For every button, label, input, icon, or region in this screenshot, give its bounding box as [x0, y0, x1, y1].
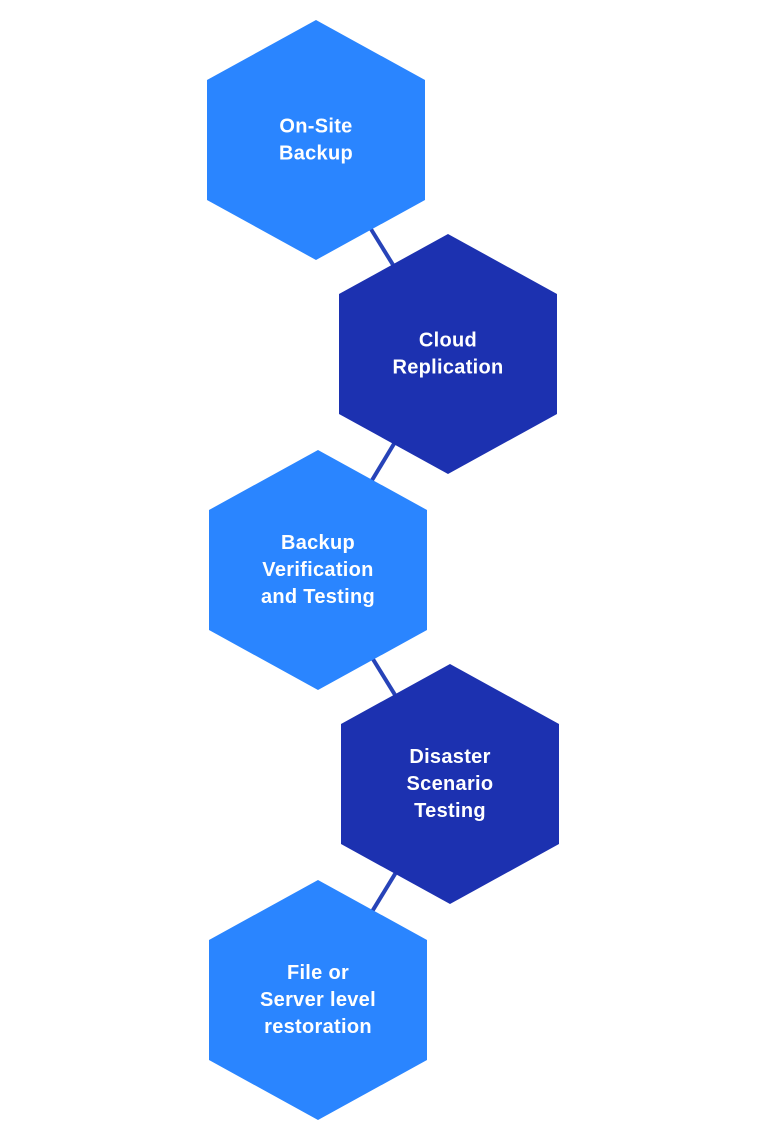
step-label-line: Server level: [260, 989, 376, 1011]
step-label-line: File or: [287, 962, 349, 984]
step-label-line: Replication: [392, 357, 503, 379]
step-label-line: Testing: [414, 800, 486, 822]
step-label-line: Backup: [281, 532, 355, 554]
step-label-line: Scenario: [407, 773, 494, 795]
hexagon-shape: [207, 20, 425, 260]
step-label-line: and Testing: [261, 586, 375, 608]
step-hexagon-5: File or Server level restoration: [209, 880, 427, 1120]
hexagon-shape: [209, 450, 427, 690]
hexagon-shape: [209, 880, 427, 1120]
step-label-line: Cloud: [419, 330, 477, 352]
step-label-line: Backup: [279, 143, 353, 165]
step-label-line: Disaster: [409, 746, 490, 768]
hexagon-shape: [339, 234, 557, 474]
step-label-line: On-Site: [279, 116, 352, 138]
hexagons: On-SiteBackupCloudReplicationBackupVerif…: [207, 20, 559, 1120]
hexagon-shape: [341, 664, 559, 904]
step-label-line: Verification: [262, 559, 373, 581]
step-label-line: restoration: [264, 1016, 372, 1038]
